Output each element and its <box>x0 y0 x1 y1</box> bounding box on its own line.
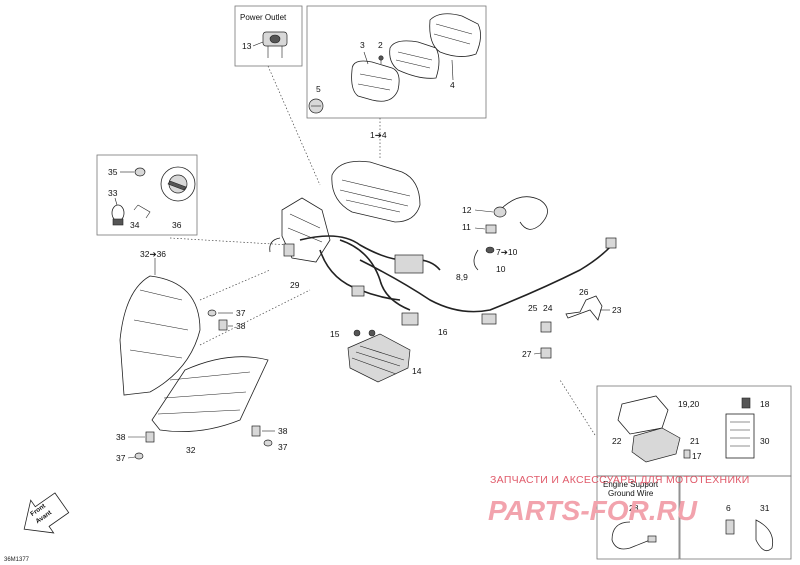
callout-1-to-4: 1➔4 <box>370 130 387 140</box>
ground-wire-frame <box>596 475 680 560</box>
callout-2: 2 <box>378 40 383 50</box>
callout-22: 22 <box>612 436 622 446</box>
callout-26: 26 <box>579 287 589 297</box>
callout-31: 31 <box>760 503 770 513</box>
ground-wire-title-1: Engine Support <box>603 480 659 489</box>
grommet-38-right <box>251 425 261 437</box>
ground-wire-title-2: Ground Wire <box>608 489 654 498</box>
callout-14: 14 <box>412 366 422 376</box>
dotted-leader-headlight-1 <box>199 269 271 301</box>
callout-24: 24 <box>543 303 553 313</box>
callout-3: 3 <box>360 40 365 50</box>
dotted-leader-headlight-2 <box>199 289 311 346</box>
callout-28: 28 <box>629 503 639 513</box>
callout-38-right: 38 <box>278 426 288 436</box>
callout-38-upper: 38 <box>236 321 246 331</box>
power-outlet-title: Power Outlet <box>240 13 287 22</box>
grommet-38-upper <box>218 319 228 331</box>
callout-11: 11 <box>462 222 471 232</box>
horn-bulb-frame <box>96 154 198 236</box>
headlight-32 <box>151 356 269 433</box>
callout-32-to-36: 32➔36 <box>140 249 166 259</box>
screw-37-right <box>263 439 273 447</box>
callout-37-left: 37 <box>116 453 126 463</box>
callout-18: 18 <box>760 399 770 409</box>
fuse-box-22 <box>631 427 681 463</box>
instrument-cluster-assembled <box>331 160 421 223</box>
power-outlet-part <box>262 31 288 58</box>
callout-15: 15 <box>330 329 340 339</box>
strap-31 <box>755 519 774 552</box>
callout-13: 13 <box>242 41 252 51</box>
callout-4: 4 <box>450 80 455 90</box>
part-6 <box>725 519 735 535</box>
bracket-34 <box>133 204 151 219</box>
relay-27 <box>540 347 552 359</box>
gauge-cluster-lens <box>429 13 481 57</box>
bulb-33 <box>111 204 125 226</box>
front-arrow-icon: Front Avant <box>23 492 70 534</box>
callout-5: 5 <box>316 84 321 94</box>
relay-29 <box>283 243 295 257</box>
watermark-line1: ЗАПЧАСТИ И АКСЕССУАРЫ ДЛЯ МОТОТЕХНИКИ <box>490 474 750 486</box>
gauge-disc-5 <box>308 98 324 114</box>
screw-37-upper <box>207 309 217 317</box>
callout-29: 29 <box>290 280 300 290</box>
cable-12 <box>493 196 548 230</box>
fuse-label-30 <box>725 413 755 459</box>
relay-24 <box>540 321 552 333</box>
callout-37-right: 37 <box>278 442 288 452</box>
fuse-17 <box>683 449 691 459</box>
callout-35: 35 <box>108 167 118 177</box>
bulb-35 <box>134 167 146 177</box>
callout-21: 21 <box>690 436 700 446</box>
screw-2 <box>378 55 384 64</box>
callout-6: 6 <box>726 503 731 513</box>
callout-36: 36 <box>172 220 182 230</box>
callout-32: 32 <box>186 445 196 455</box>
harness-main <box>269 235 617 326</box>
gauge-cluster-frame <box>306 5 487 119</box>
callout-7-to-10: 7➔10 <box>496 247 518 257</box>
callout-12: 12 <box>462 205 472 215</box>
callout-23: 23 <box>612 305 622 315</box>
ground-wire-28 <box>611 521 657 550</box>
watermark-line2: PARTS-FOR.RU <box>488 495 698 526</box>
connector-7-10 <box>473 246 495 271</box>
callout-38-left: 38 <box>116 432 126 442</box>
gauge-cluster-back <box>351 60 400 102</box>
callout-37-upper: 37 <box>236 308 246 318</box>
callout-17: 17 <box>692 451 702 461</box>
diagram-reference: 36M1377 <box>4 557 30 563</box>
power-outlet-frame <box>234 5 303 67</box>
callout-30: 30 <box>760 436 770 446</box>
headlight-housing-rear <box>119 275 201 396</box>
callout-33: 33 <box>108 188 118 198</box>
callout-34: 34 <box>130 220 140 230</box>
bracket-23 <box>565 295 603 321</box>
gauge-cluster-middle <box>389 40 440 79</box>
screw-37-left <box>134 452 144 460</box>
dotted-leader-fusebox <box>559 379 596 436</box>
small-parts-frame <box>679 475 792 560</box>
callout-27: 27 <box>522 349 532 359</box>
callout-10: 10 <box>496 264 506 274</box>
dotted-leader-outlet <box>267 65 321 186</box>
fuse-18 <box>741 397 751 409</box>
regulator-14 <box>347 333 411 383</box>
connector-11 <box>485 224 497 234</box>
grommet-38-left <box>145 431 155 443</box>
callout-8-9: 8,9 <box>456 272 468 282</box>
nut-15 <box>353 329 376 337</box>
callout-16: 16 <box>438 327 448 337</box>
callout-25: 25 <box>528 303 538 313</box>
horn-36 <box>160 166 196 202</box>
dotted-leader-horn <box>169 237 291 246</box>
callout-19-20: 19,20 <box>678 399 700 409</box>
